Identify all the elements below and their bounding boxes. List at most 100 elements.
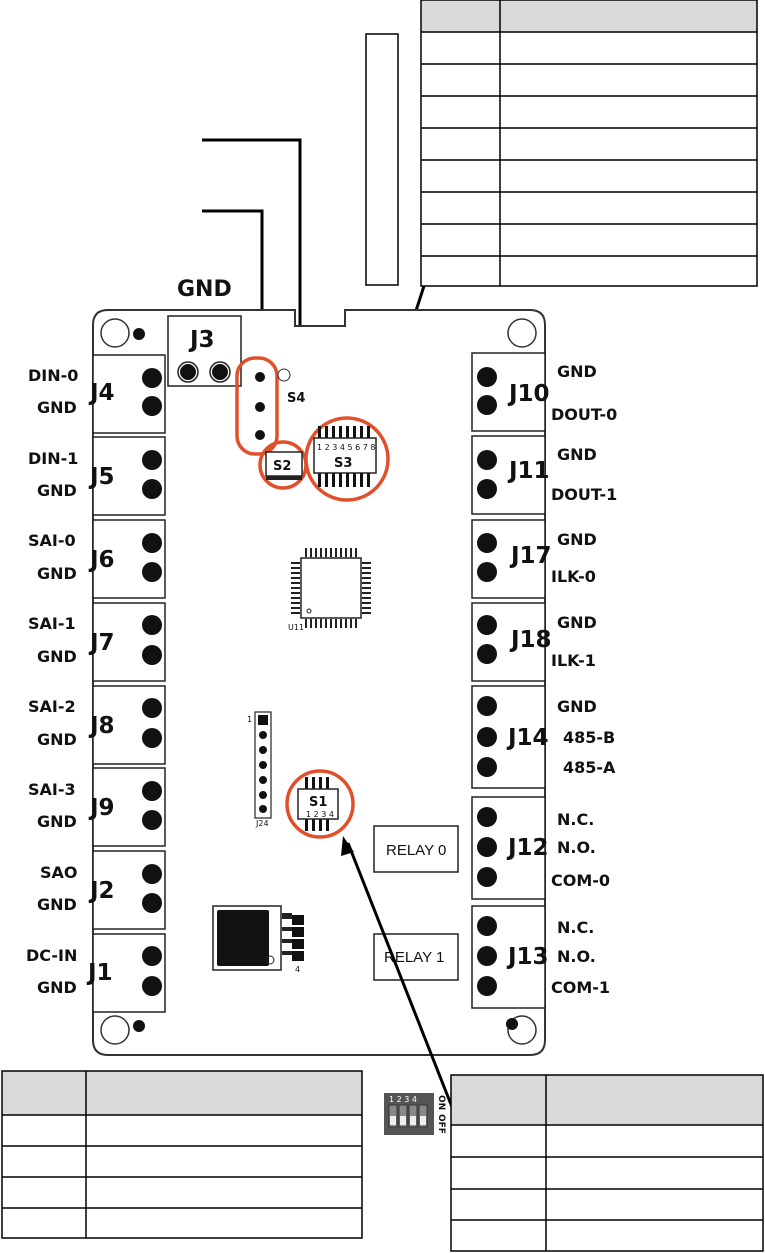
j17-bottom-label: ILK-0 <box>551 567 596 586</box>
j6-label: J6 <box>88 547 115 573</box>
j24-label: J24 <box>255 819 269 828</box>
dip-on-label: ON <box>436 1095 446 1110</box>
j8-bottom-label: GND <box>37 730 77 749</box>
connector-j14: J14 GND 485-B 485-A <box>471 685 616 789</box>
j18-label: J18 <box>509 627 552 653</box>
table-bottom-left-header <box>2 1071 362 1115</box>
j14-bottom-label: 485-A <box>563 758 616 777</box>
j1-top-label: DC-IN <box>26 946 77 965</box>
j11-top-label: GND <box>557 445 597 464</box>
u11-label: U11 <box>288 623 304 632</box>
arrow-head-s1 <box>341 836 354 856</box>
relay-0-label: RELAY 0 <box>386 842 446 859</box>
relay-1-label: RELAY 1 <box>384 949 444 966</box>
header-j24: 1 J24 <box>247 711 272 828</box>
connector-j5: J5 DIN-1 GND <box>28 436 166 516</box>
s1-callout-line <box>346 842 454 1108</box>
mount-dot <box>133 1020 145 1032</box>
connector-j1: J1 DC-IN GND <box>26 933 166 1013</box>
connector-j3: J3 <box>167 315 242 387</box>
s1-label: S1 <box>309 795 327 810</box>
j14-label: J14 <box>506 725 549 751</box>
switch-s1: S1 1 2 3 4 <box>285 769 355 839</box>
j2-label: J2 <box>88 878 115 904</box>
j14-mid-label: 485-B <box>563 728 615 747</box>
connector-j18: J18 GND ILK-1 <box>471 602 597 682</box>
dip-off-label: OFF <box>436 1114 446 1134</box>
j12-label: J12 <box>506 835 549 861</box>
chip-u11: U11 <box>288 548 371 632</box>
table-bottom-right-header <box>451 1075 763 1125</box>
j9-top-label: SAI-3 <box>28 780 76 799</box>
j7-label: J7 <box>88 630 115 656</box>
switch-s4: S4 <box>235 356 305 456</box>
j18-top-label: GND <box>557 613 597 632</box>
j18-bottom-label: ILK-1 <box>551 651 596 670</box>
mount-dot <box>133 328 145 340</box>
j9-label: J9 <box>88 795 115 821</box>
connector-j8: J8 SAI-2 GND <box>28 685 166 765</box>
connector-j12: J12 N.C. N.O. COM-0 <box>471 796 610 900</box>
regulator-pin-label: 4 <box>295 965 300 974</box>
j5-top-label: DIN-1 <box>28 449 78 468</box>
connector-j10: J10 GND DOUT-0 <box>471 352 617 432</box>
j4-label: J4 <box>88 380 115 406</box>
j8-label: J8 <box>88 713 115 739</box>
table-s3 <box>420 0 758 287</box>
j3-label: J3 <box>188 327 215 353</box>
j10-top-label: GND <box>557 362 597 381</box>
j12-top-label: N.C. <box>557 810 594 829</box>
j11-bottom-label: DOUT-1 <box>551 485 617 504</box>
switch-s3: 1 2 3 4 5 6 7 8 S3 <box>304 416 390 502</box>
s2-label: S2 <box>273 459 291 474</box>
table-s3-header <box>421 0 757 32</box>
j13-top-label: N.C. <box>557 918 594 937</box>
connector-j4: J4 DIN-0 GND <box>28 354 166 434</box>
j4-bottom-label: GND <box>37 398 77 417</box>
voltage-regulator: 4 <box>212 905 304 974</box>
mount-hole <box>507 318 537 348</box>
mount-dot <box>506 1018 518 1030</box>
table-bottom-right <box>450 1074 764 1252</box>
j13-bottom-label: COM-1 <box>551 978 610 997</box>
j10-bottom-label: DOUT-0 <box>551 405 617 424</box>
gnd-top-label: GND <box>177 277 232 302</box>
j5-label: J5 <box>88 464 115 490</box>
j14-top-label: GND <box>557 697 597 716</box>
j13-label: J13 <box>506 944 549 970</box>
mount-hole <box>507 1015 537 1045</box>
table-s3-frame <box>420 0 758 287</box>
j12-bottom-label: COM-0 <box>551 871 610 890</box>
j7-bottom-label: GND <box>37 647 77 666</box>
mount-hole <box>100 1015 130 1045</box>
j7-top-label: SAI-1 <box>28 614 76 633</box>
j17-label: J17 <box>509 543 552 569</box>
j12-mid-label: N.O. <box>557 838 596 857</box>
dip-switch-numbers: 1 2 3 4 <box>389 1095 417 1104</box>
s3-pin-numbers: 1 2 3 4 5 6 7 8 <box>317 443 376 452</box>
j9-bottom-label: GND <box>37 812 77 831</box>
j24-pin1-label: 1 <box>247 715 252 724</box>
j10-label: J10 <box>507 381 550 407</box>
s3-label: S3 <box>334 456 352 471</box>
j1-bottom-label: GND <box>37 978 77 997</box>
relay-0-box <box>373 825 459 873</box>
table-bottom-left <box>1 1070 363 1239</box>
connector-j6: J6 SAI-0 GND <box>28 519 166 599</box>
j8-top-label: SAI-2 <box>28 697 76 716</box>
connector-j7: J7 SAI-1 GND <box>28 602 166 682</box>
vertical-label-box <box>365 33 399 286</box>
s1-pin-numbers: 1 2 3 4 <box>306 810 334 819</box>
connector-j11: J11 GND DOUT-1 <box>471 435 617 515</box>
j1-label: J1 <box>86 960 113 986</box>
j17-top-label: GND <box>557 530 597 549</box>
j4-top-label: DIN-0 <box>28 366 78 385</box>
j13-mid-label: N.O. <box>557 947 596 966</box>
connector-j2: J2 SAO GND <box>37 850 166 930</box>
j2-top-label: SAO <box>40 863 78 882</box>
j6-bottom-label: GND <box>37 564 77 583</box>
mount-hole <box>100 318 130 348</box>
dip-switch-icon: 1 2 3 4 ON OFF <box>384 1093 446 1135</box>
connector-j13: J13 N.C. N.O. COM-1 <box>471 905 610 1009</box>
